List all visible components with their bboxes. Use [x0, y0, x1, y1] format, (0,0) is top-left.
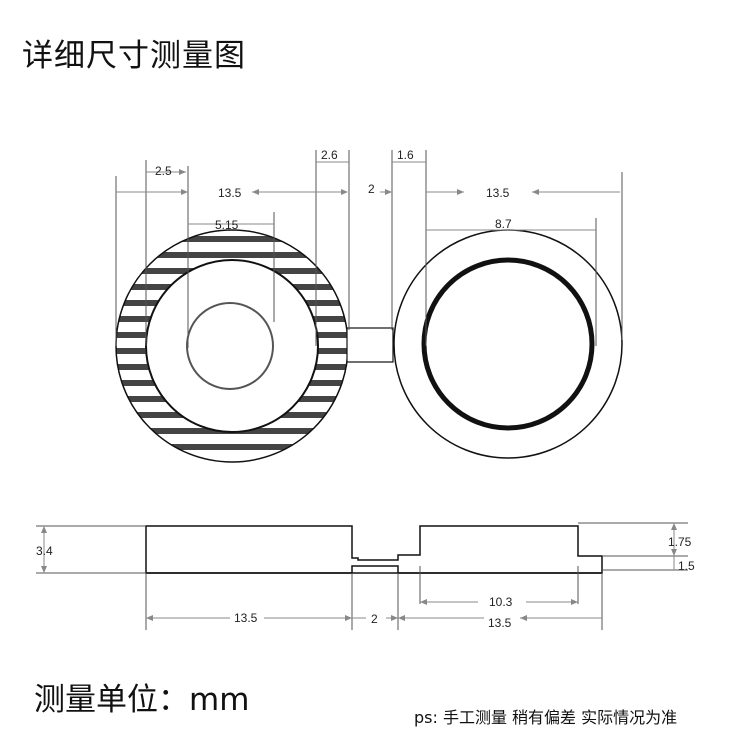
dim-8-7: 8.7 — [495, 217, 512, 231]
top-extension-lines — [115, 150, 623, 348]
left-inner-circle — [186, 302, 274, 390]
right-disc-top-view — [393, 229, 623, 459]
dim-2-5: 2.5 — [155, 164, 172, 178]
dim-3-4: 3.4 — [36, 544, 53, 558]
page-title: 详细尺寸测量图 — [22, 38, 246, 74]
measurement-unit-label: 测量单位：mm — [34, 682, 250, 718]
dim-10-3: 10.3 — [489, 595, 513, 609]
dim-2-side: 2 — [371, 612, 378, 626]
dim-2-top: 2 — [368, 182, 375, 196]
dim-1-75: 1.75 — [668, 535, 692, 549]
footnote: ps: 手工测量 稍有偏差 实际情况为准 — [414, 708, 678, 727]
dim-5-15: 5.15 — [215, 218, 239, 232]
dim-1-6: 1.6 — [397, 148, 414, 162]
right-inner-ring — [421, 257, 595, 431]
dim-13-5-side-left: 13.5 — [234, 611, 258, 625]
left-disc-top-view — [115, 229, 349, 463]
bridge-connector — [346, 327, 394, 363]
side-profile — [145, 525, 603, 574]
side-extension-lines — [36, 522, 688, 630]
side-view — [145, 525, 603, 574]
dim-13-5-side-right: 13.5 — [488, 616, 512, 630]
dim-13-5-top-left: 13.5 — [218, 186, 242, 200]
dim-2-6: 2.6 — [321, 148, 338, 162]
dim-1-5: 1.5 — [678, 559, 695, 573]
top-dimension-lines — [116, 161, 620, 231]
side-dimension-lines — [41, 523, 677, 621]
right-outer-circle — [393, 229, 623, 459]
dim-13-5-top-right: 13.5 — [486, 186, 510, 200]
